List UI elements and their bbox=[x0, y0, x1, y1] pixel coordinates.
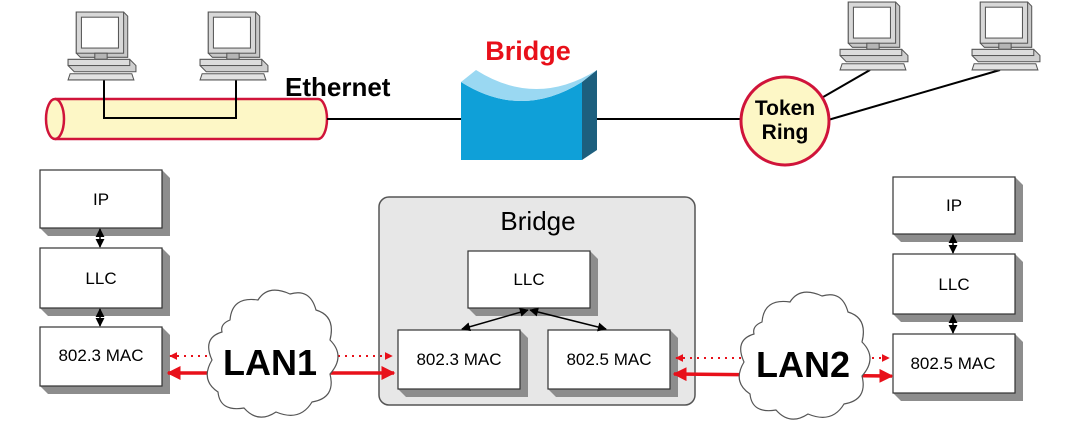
bridge-device-icon bbox=[461, 70, 597, 160]
bridge-llc-box: LLC bbox=[467, 250, 598, 316]
right-mac-box: 802.5 MAC bbox=[892, 333, 1023, 401]
left-llc-label: LLC bbox=[85, 269, 116, 288]
lan1-label: LAN1 bbox=[223, 342, 317, 383]
left-ip-label: IP bbox=[93, 190, 109, 209]
right-ip-label: IP bbox=[946, 196, 962, 215]
ethernet-drop-lines bbox=[103, 78, 237, 119]
left-mac-box: 802.3 MAC bbox=[39, 326, 170, 394]
left-mac-label: 802.3 MAC bbox=[58, 346, 143, 365]
bridge-mac-right-label: 802.5 MAC bbox=[566, 350, 651, 369]
bridge-llc-label: LLC bbox=[513, 270, 544, 289]
bridge-llc-mac-left-arrow bbox=[461, 307, 529, 332]
token-ring-label-1: Token bbox=[755, 97, 815, 120]
computer-icon bbox=[839, 1, 909, 71]
left-ip-box: IP bbox=[39, 169, 170, 236]
left-llc-box: LLC bbox=[39, 247, 170, 316]
right-llc-box: LLC bbox=[892, 253, 1023, 322]
lan2-label: LAN2 bbox=[756, 344, 850, 385]
ring-drop-line bbox=[817, 69, 871, 101]
bridge-mac-left-box: 802.3 MAC bbox=[397, 329, 528, 397]
computer-icon bbox=[67, 11, 137, 81]
bridge-panel-title: Bridge bbox=[500, 206, 575, 236]
right-mac-label: 802.5 MAC bbox=[910, 354, 995, 373]
right-ip-box: IP bbox=[892, 176, 1023, 242]
bridge-device-label: Bridge bbox=[485, 36, 571, 66]
cloud-icon bbox=[206, 289, 339, 418]
computer-icon bbox=[199, 11, 269, 81]
bridge-mac-right-box: 802.5 MAC bbox=[547, 329, 678, 397]
ethernet-label: Ethernet bbox=[285, 72, 391, 102]
computer-icon bbox=[971, 1, 1041, 71]
token-ring-label-2: Ring bbox=[762, 121, 809, 144]
bridge-llc-mac-right-arrow bbox=[529, 307, 607, 332]
bridge-mac-left-label: 802.3 MAC bbox=[416, 350, 501, 369]
cloud-icon bbox=[738, 291, 871, 420]
token-ring-icon: Token Ring bbox=[739, 75, 831, 167]
ring-drop-line bbox=[827, 69, 1001, 121]
right-llc-label: LLC bbox=[938, 275, 969, 294]
